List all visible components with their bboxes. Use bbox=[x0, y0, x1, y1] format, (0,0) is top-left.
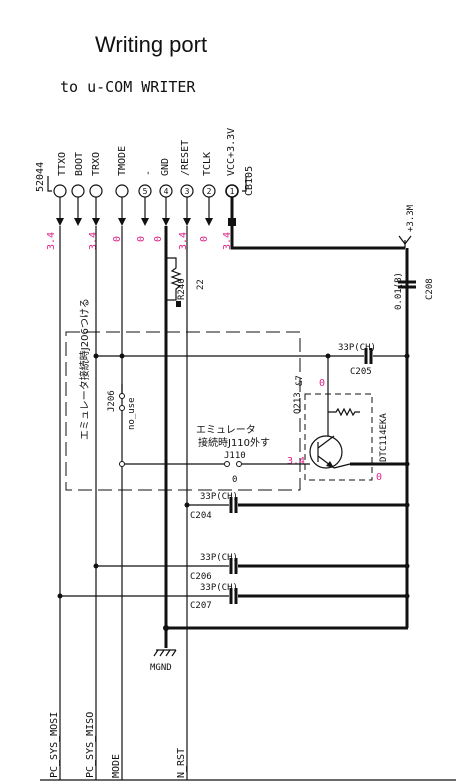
j206-note: no_use bbox=[127, 397, 137, 430]
pin-label-vcc: VCC+3.3V bbox=[226, 128, 237, 176]
c207-value: 33P(CH) bbox=[200, 583, 238, 593]
c206-value: 33P(CH) bbox=[200, 553, 238, 563]
arrow-icon bbox=[183, 218, 191, 226]
j206-ref: J206 bbox=[107, 390, 117, 412]
arrow-icon bbox=[162, 218, 170, 226]
pin-label-boot: BOOT bbox=[74, 152, 85, 176]
arrow-icon bbox=[118, 218, 126, 226]
diagram-subtitle: to u-COM WRITER bbox=[60, 78, 196, 96]
q213-transistor-symbol bbox=[309, 435, 343, 469]
r240-ref: R240 bbox=[177, 278, 187, 300]
c205-ref: C205 bbox=[350, 367, 372, 377]
r240-pad bbox=[176, 301, 181, 307]
c208-ref: C208 bbox=[425, 278, 435, 300]
r240-value: 22 bbox=[196, 279, 206, 290]
diagram-title: Writing port bbox=[95, 32, 207, 57]
pin-circle bbox=[89, 184, 103, 198]
pin-label-tclk: TCLK bbox=[202, 152, 213, 176]
c206-ref: C206 bbox=[190, 572, 212, 582]
pin-voltage-gnd: 0 bbox=[153, 236, 164, 242]
pin-voltage-ttxo: 3.4 bbox=[46, 232, 57, 250]
pin-voltage-reset: 3.4 bbox=[178, 232, 189, 250]
emulator-box bbox=[65, 331, 301, 491]
j110-jp-note-2: 接続時J110外す bbox=[198, 436, 270, 449]
q213-box bbox=[304, 393, 373, 481]
q213-ref: Q213 bbox=[293, 392, 303, 414]
pin-circle bbox=[53, 184, 67, 198]
pin-voltage-vcc: 3.4 bbox=[222, 232, 233, 250]
net-label-mode: MODE bbox=[111, 754, 122, 778]
pin-circle bbox=[115, 184, 129, 198]
net-label-miso: PC_SYS_MISO bbox=[85, 712, 96, 778]
c204-value: 33P(CH) bbox=[200, 492, 238, 502]
c205-value: 33P(CH) bbox=[338, 343, 376, 353]
arrow-icon bbox=[56, 218, 64, 226]
connector-bracket-left bbox=[47, 176, 52, 192]
pin-circle bbox=[71, 184, 85, 198]
pin-label-reset: /RESET bbox=[180, 140, 191, 176]
arrow-icon bbox=[141, 218, 149, 226]
j110-jp-note-1: エミュレータ bbox=[196, 424, 256, 436]
pin-voltage-trxo: 3.4 bbox=[88, 232, 99, 250]
pin-label-tmode: TMODE bbox=[117, 146, 128, 176]
j206-jp-note: エミュレータ接続時J206つける bbox=[78, 298, 91, 440]
q213-part: DTC114EKA bbox=[379, 413, 389, 462]
rail-label: +3.3M bbox=[406, 204, 416, 232]
pin-number-4: 4 bbox=[164, 187, 169, 196]
net-label-mosi: PC_SYS_MOSI bbox=[49, 712, 60, 778]
connector-pins: 5 4 3 2 1 bbox=[53, 184, 239, 198]
connector-ref: CB105 bbox=[244, 166, 255, 196]
j110-ref: J110 bbox=[224, 451, 246, 461]
arrow-icon bbox=[205, 218, 213, 226]
pin-number-3: 3 bbox=[185, 187, 190, 196]
pin-number-2: 2 bbox=[207, 187, 212, 196]
pin-label-ttxo: TTXO bbox=[57, 152, 68, 176]
vcc-rail bbox=[230, 226, 405, 250]
pin-label-gnd: GND bbox=[160, 158, 171, 176]
pin-direction-arrows bbox=[56, 218, 236, 226]
connector-bracket-right bbox=[242, 176, 247, 192]
pin-voltage-tclk: 0 bbox=[199, 236, 210, 242]
j110-voltage: 0 bbox=[232, 475, 237, 485]
q213-resistor bbox=[328, 407, 360, 417]
pin-number-1: 1 bbox=[230, 187, 235, 196]
pin-voltage-dash: 0 bbox=[136, 236, 147, 242]
connector-part-number: 52044 bbox=[35, 162, 46, 192]
q213-note: &7 bbox=[295, 375, 305, 386]
arrow-icon bbox=[92, 218, 100, 226]
pin-label-dash: - bbox=[143, 170, 154, 176]
net-label-nrst: N_RST bbox=[176, 748, 187, 778]
pin-label-trxo: TRXO bbox=[91, 152, 102, 176]
q213-emitter-voltage: 0 bbox=[376, 472, 382, 483]
pin-stubs bbox=[59, 197, 234, 218]
ground-label: MGND bbox=[150, 663, 172, 673]
c204-ref: C204 bbox=[190, 511, 212, 521]
c207-ref: C207 bbox=[190, 601, 212, 611]
q213-base-voltage: 0 bbox=[319, 378, 325, 389]
q213-collector-voltage: 3.4 bbox=[287, 456, 305, 467]
pin-voltage-tmode: 0 bbox=[112, 236, 123, 242]
c208-value: 0.01(B) bbox=[394, 272, 404, 310]
pin-number-5: 5 bbox=[143, 187, 148, 196]
arrow-icon bbox=[74, 218, 82, 226]
up-arrow-icon bbox=[398, 235, 412, 245]
r240-resistor bbox=[166, 257, 182, 301]
vcc-pad bbox=[228, 218, 236, 226]
